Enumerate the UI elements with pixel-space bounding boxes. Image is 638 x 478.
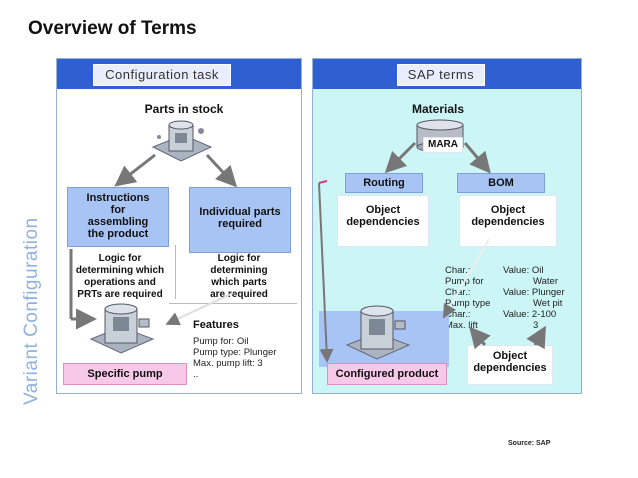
object-dependencies-bottom: Object dependencies <box>467 345 553 385</box>
arrow <box>114 153 156 187</box>
arrow <box>526 325 546 350</box>
instructions-box: Instructions for assembling the product <box>67 187 169 247</box>
features-label: Features <box>193 319 239 331</box>
specific-pump-box: Specific pump <box>63 363 187 385</box>
object-dependencies-bom: Object dependencies <box>459 195 557 247</box>
arrow <box>442 238 490 319</box>
char-row: Pump type Wet pit <box>445 298 579 309</box>
routing-box: Routing <box>345 173 423 193</box>
char-row: Max. lift 3 <box>445 320 579 331</box>
sap-terms-tab: SAP terms <box>397 64 485 86</box>
char-cell: Pump type <box>445 298 491 309</box>
feature-item: Pump type: Plunger <box>193 347 277 358</box>
logic-operations-text: Logic for determining which operations a… <box>63 253 177 301</box>
right-arrows <box>318 141 546 363</box>
feature-item: Max. pump lift: 3 <box>193 358 263 369</box>
obj-dep-line: dependencies <box>473 362 547 374</box>
char-cell: Char.: <box>445 309 471 320</box>
left-panel-header: Configuration task <box>57 59 301 89</box>
object-dependencies-routing: Object dependencies <box>337 195 429 247</box>
logic-parts-line: are required <box>210 289 268 300</box>
individual-parts-line: required <box>217 218 262 230</box>
char-cell: Value: Plunger <box>503 287 565 298</box>
arrow <box>469 326 491 350</box>
parts-in-stock-label: Parts in stock <box>144 102 224 116</box>
arrow <box>318 182 334 363</box>
instructions-line: the product <box>87 228 149 240</box>
bom-box: BOM <box>457 173 545 193</box>
instructions-line: assembling <box>87 216 149 228</box>
char-cell: Value: 2-100 <box>503 309 557 320</box>
logic-ops-line: determining which <box>75 265 165 276</box>
char-cell: Value: Oil <box>503 265 544 276</box>
instructions-line: for <box>110 204 126 216</box>
left-arrows <box>69 153 238 330</box>
assembled-pump-image <box>89 303 155 354</box>
feature-item: Pump for: Oil <box>193 336 249 347</box>
side-label: Variant Configuration <box>21 217 42 405</box>
configured-product-box: Configured product <box>327 363 447 385</box>
arrow <box>205 153 238 188</box>
configuration-task-panel: Configuration task Parts in stock Instru… <box>56 58 302 394</box>
configuration-task-tab: Configuration task <box>93 64 231 86</box>
feature-item: .. <box>193 369 199 380</box>
char-cell: Water <box>533 276 558 287</box>
arrow <box>463 142 491 174</box>
arrow <box>165 292 234 326</box>
materials-label: Materials <box>411 102 465 116</box>
pump-parts-image <box>151 120 213 162</box>
char-cell: Char.: <box>445 265 471 276</box>
logic-ops-line: Logic for <box>98 253 142 264</box>
logic-parts-line: determining <box>210 265 268 276</box>
sap-terms-panel: SAP terms Materials MARA Routing BOM Obj… <box>312 58 582 394</box>
mara-box: MARA <box>423 137 463 153</box>
divider <box>175 245 176 299</box>
logic-parts-line: which parts <box>211 277 267 288</box>
page-title: Overview of Terms <box>28 18 197 39</box>
configured-pump-image <box>345 305 411 360</box>
logic-parts-line: Logic for <box>217 253 261 264</box>
char-row: Char.: Value: Oil <box>445 265 579 276</box>
obj-dep-line: Object <box>365 204 401 216</box>
instructions-line: Instructions <box>86 192 150 204</box>
individual-parts-box: Individual parts required <box>189 187 291 253</box>
char-cell: Max. lift <box>445 320 478 331</box>
right-panel-header: SAP terms <box>313 59 581 89</box>
obj-dep-line: Object <box>490 204 526 216</box>
obj-dep-line: dependencies <box>471 216 545 228</box>
char-row: Char.: Value: 2-100 <box>445 309 579 320</box>
arrow <box>318 180 328 184</box>
arrow <box>384 141 417 174</box>
logic-ops-line: operations and <box>84 277 156 288</box>
individual-parts-line: Individual parts <box>199 206 281 218</box>
obj-dep-line: Object <box>492 350 528 362</box>
logic-parts-text: Logic for determining which parts are re… <box>191 253 287 301</box>
source-note: Source: SAP <box>508 440 551 447</box>
obj-dep-line: dependencies <box>346 216 420 228</box>
divider <box>169 303 297 304</box>
char-cell: Wet pit <box>533 298 563 309</box>
logic-ops-line: PRTs are required <box>77 289 163 300</box>
features-list: Pump for: Oil Pump type: Plunger Max. pu… <box>193 336 293 380</box>
char-cell: 3 <box>533 320 539 331</box>
